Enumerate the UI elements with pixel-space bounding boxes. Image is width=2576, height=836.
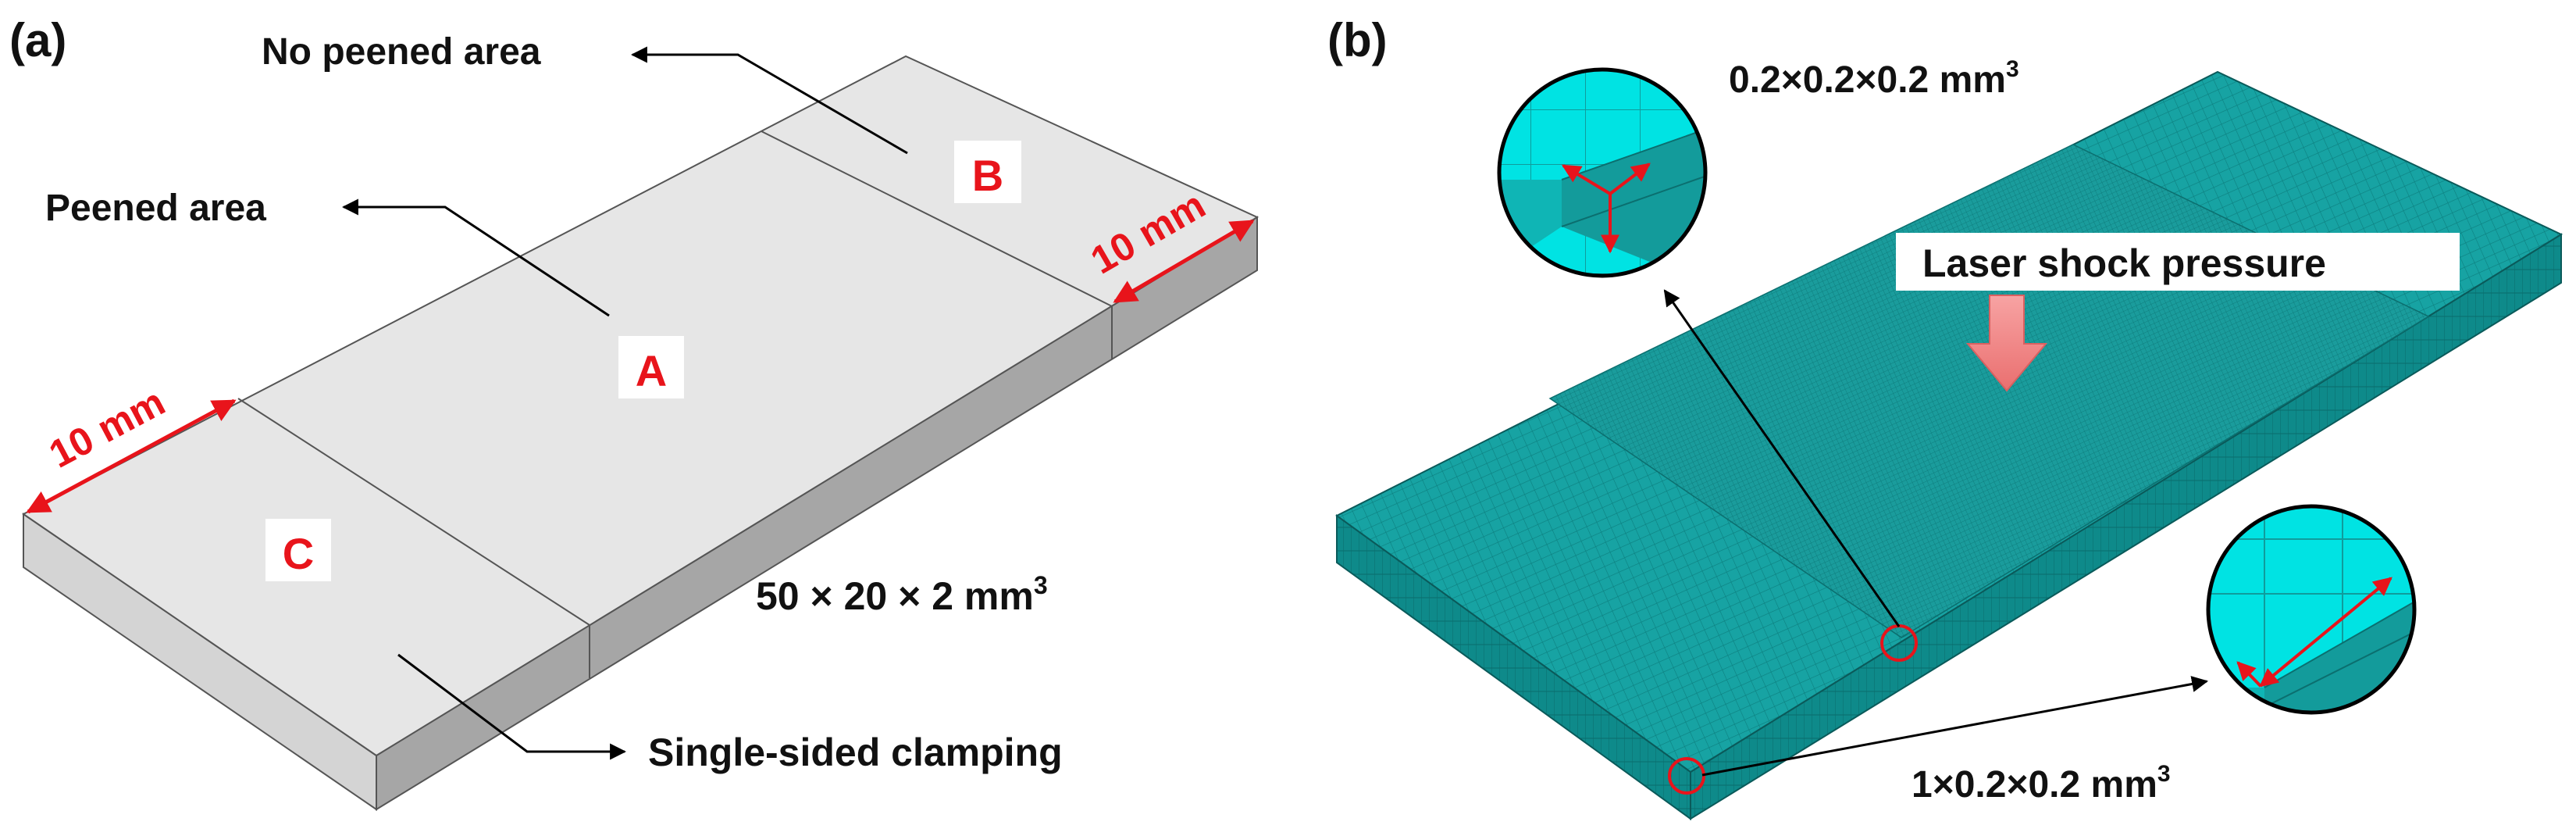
fine-mesh-size-text: 0.2×0.2×0.2 mm <box>1729 59 2006 101</box>
leader-fine-zoom <box>1663 289 1901 627</box>
coarse-mesh-size-label: 1×0.2×0.2 mm3 <box>1912 761 2171 806</box>
laser-pressure-arrow <box>1965 295 2048 392</box>
zone-b-label: B <box>972 151 1003 200</box>
zone-boundary-ac <box>237 398 590 626</box>
zoom-fine-mesh <box>1497 67 1708 278</box>
axis-arrow-y <box>1609 163 1651 195</box>
plate-size-text: 50 × 20 × 2 mm <box>756 574 1034 618</box>
coarse-mesh-size-exponent: 3 <box>2157 761 2171 787</box>
peened-area-label: Peened area <box>45 188 266 229</box>
fine-mesh-size-exponent: 3 <box>2006 56 2019 82</box>
panel-b: (b) Laser shock pressure <box>1327 14 2564 820</box>
fine-mesh-size-label: 0.2×0.2×0.2 mm3 <box>1729 56 2019 101</box>
dim-arrow-right <box>1113 219 1255 304</box>
clamping-label: Single-sided clamping <box>648 731 1063 774</box>
panel-a: (a) B A C No peened area Peened area Sin… <box>9 14 1259 811</box>
leader-no-peened <box>630 46 908 155</box>
coarse-mesh-size-text: 1×0.2×0.2 mm <box>1912 764 2157 806</box>
laser-label: Laser shock pressure <box>1922 241 2326 285</box>
plate-size-exponent: 3 <box>1034 571 1048 599</box>
laser-label-box <box>1896 233 2460 291</box>
element-length-arrow <box>2259 577 2393 688</box>
no-peened-area-label: No peened area <box>262 31 541 73</box>
zoom-coarse-mesh <box>2206 504 2417 715</box>
plate-top-face <box>22 55 1259 757</box>
leader-coarse-zoom <box>1701 676 2209 777</box>
zone-boundary-ab <box>761 130 1113 307</box>
axis-arrow-x <box>1561 164 1612 195</box>
zone-b-box <box>954 141 1021 203</box>
zone-c-label: C <box>283 529 314 578</box>
leader-clamping <box>397 653 627 760</box>
zone-c-box <box>265 519 331 581</box>
panel-a-label: (a) <box>9 14 66 66</box>
plate-size-label: 50 × 20 × 2 mm3 <box>756 571 1048 618</box>
leader-peened <box>341 198 610 317</box>
panel-b-label: (b) <box>1327 14 1388 66</box>
element-width-arrow <box>2236 661 2262 688</box>
dim-arrow-left <box>26 398 237 514</box>
zone-a-box <box>618 336 684 398</box>
zone-a-label: A <box>636 346 667 395</box>
